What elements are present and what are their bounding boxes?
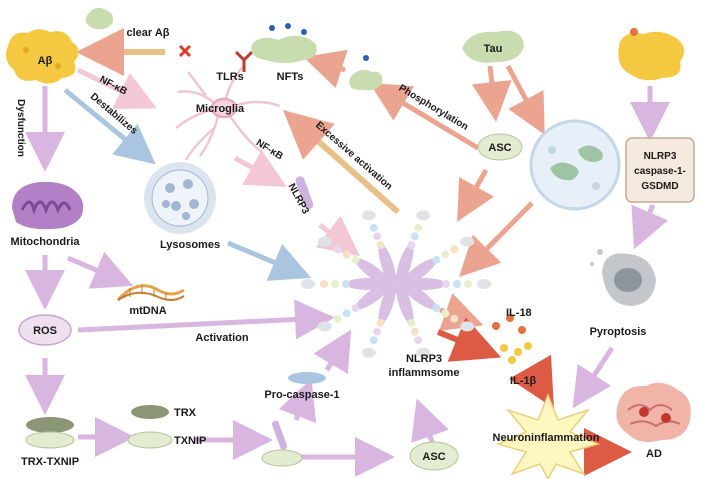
microglia-icon bbox=[175, 65, 281, 161]
tlr-receptor-icon bbox=[234, 50, 254, 72]
label-mtdna: mtDNA bbox=[129, 305, 166, 317]
label-abeta: Aβ bbox=[38, 55, 53, 67]
abeta-right-icon bbox=[618, 28, 685, 81]
label-txnip: TXNIP bbox=[174, 435, 206, 447]
label-pro-caspase: Pro-caspase-1 bbox=[264, 389, 339, 401]
ros-node-icon bbox=[18, 314, 72, 346]
label-trx: TRX bbox=[174, 407, 197, 419]
nlrp3-icon bbox=[295, 176, 314, 210]
il18-dots-icon bbox=[492, 314, 526, 334]
label-microglia: Microglia bbox=[196, 103, 245, 115]
label-lysosomes: Lysosomes bbox=[160, 239, 220, 251]
arrows bbox=[25, 28, 670, 477]
asc-bottom-icon bbox=[409, 441, 459, 471]
lysosome-icon bbox=[144, 162, 216, 234]
label-clear-abeta: clear Aβ bbox=[127, 27, 170, 39]
label-asc-bottom: ASC bbox=[422, 451, 445, 463]
label-il1b: IL-1β bbox=[510, 375, 537, 387]
label-neuroinflammation: Neuroninflammation bbox=[493, 432, 600, 444]
label-inflammasome-2: inflammsome bbox=[389, 367, 460, 379]
txnip-nlrp3-icon bbox=[261, 420, 303, 467]
abeta-blob-icon bbox=[6, 29, 79, 84]
txnip-icon bbox=[127, 431, 173, 449]
label-ros: ROS bbox=[33, 325, 57, 337]
pyroptosis-cell-icon bbox=[590, 249, 656, 306]
label-inflammasome-1: NLRP3 bbox=[406, 353, 442, 365]
tau-fragment-icon bbox=[85, 7, 114, 30]
block-x-icon bbox=[178, 44, 192, 58]
mitochondria-icon bbox=[12, 181, 84, 230]
tau-icon bbox=[462, 30, 524, 63]
inflammasome-icon bbox=[301, 210, 491, 358]
label-pyroptosis: Pyroptosis bbox=[590, 326, 647, 338]
label-nlrp3-caspase-2: caspase-1- bbox=[634, 166, 686, 177]
label-nlrp3-caspase-3: GSDMD bbox=[641, 181, 678, 192]
brain-icon bbox=[616, 382, 691, 442]
label-excessive-activation: Excessive activation bbox=[313, 120, 394, 192]
asc-top-icon bbox=[477, 133, 523, 161]
cell-icon bbox=[529, 119, 621, 211]
label-asc-top: ASC bbox=[488, 142, 511, 154]
label-ad: AD bbox=[646, 448, 662, 460]
label-il18: IL-18 bbox=[506, 307, 532, 319]
phospho-tau-icon bbox=[349, 55, 383, 91]
label-activation: Activation bbox=[195, 332, 248, 344]
label-trx-txnip: TRX-TXNIP bbox=[21, 456, 79, 468]
label-tlrs: TLRs bbox=[216, 71, 244, 83]
nft-icon bbox=[251, 23, 317, 63]
neuroinflammation-star-icon bbox=[495, 392, 601, 479]
label-nlrp3-caspase-1: NLRP3 bbox=[644, 151, 677, 162]
trx-icon bbox=[131, 405, 169, 419]
label-mitochondria: Mitochondria bbox=[10, 236, 80, 248]
il1b-dots-icon bbox=[500, 342, 532, 364]
label-nfts: NFTs bbox=[277, 71, 304, 83]
label-tau: Tau bbox=[484, 43, 503, 55]
trx-txnip-complex-icon bbox=[25, 417, 75, 449]
label-nfkb-1: NF-κB bbox=[98, 74, 129, 98]
nlrp3-caspase-box bbox=[625, 137, 695, 203]
mtdna-icon bbox=[116, 284, 185, 302]
label-dysfunction: Dysfunction bbox=[15, 99, 26, 157]
pro-caspase-icon bbox=[288, 372, 326, 384]
